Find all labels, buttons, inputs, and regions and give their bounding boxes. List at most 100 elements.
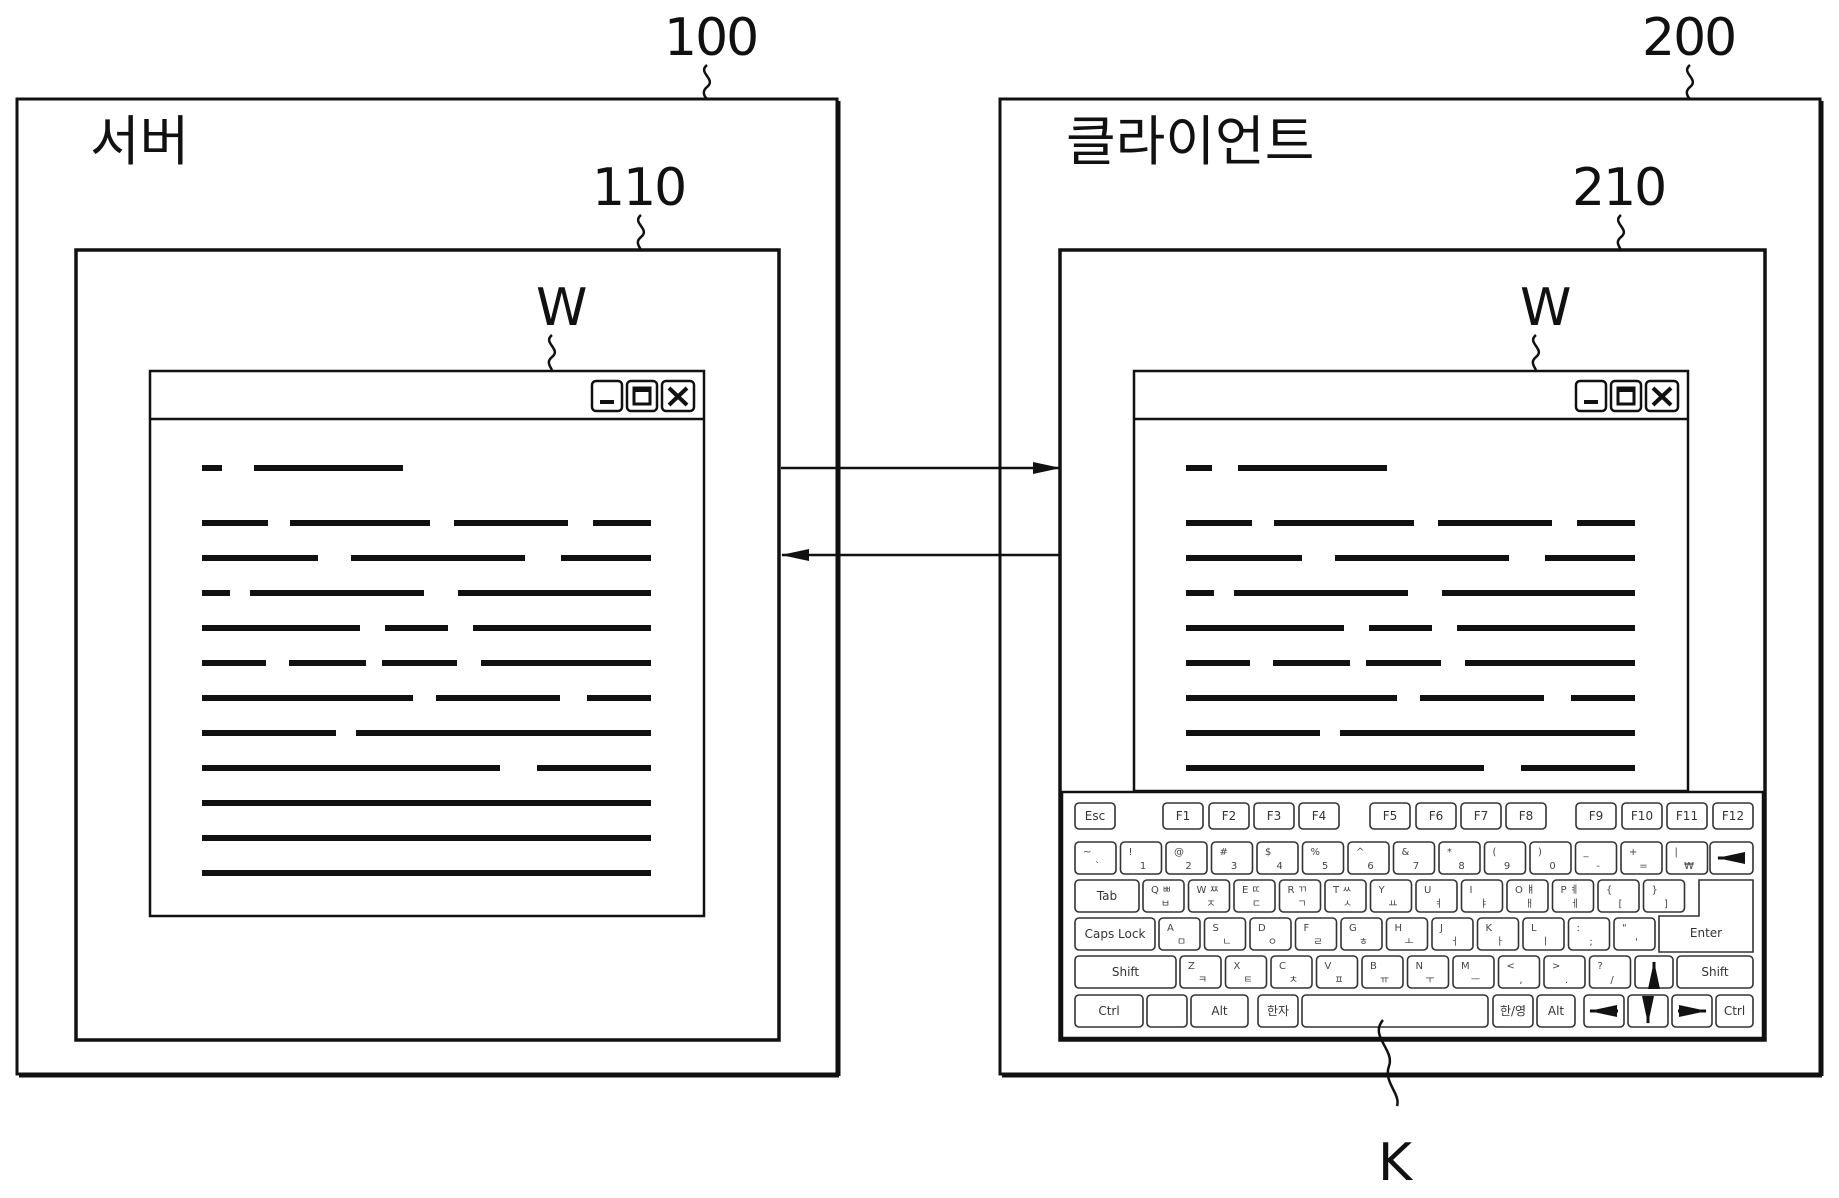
key-number-8[interactable]: &7 (1392, 841, 1436, 875)
key-right[interactable] (1671, 994, 1713, 1028)
key-bottom-row-10[interactable]: ?/ (1588, 955, 1632, 989)
key-top-row-6[interactable]: Yㅛ (1369, 879, 1413, 913)
key-home-row-4-upper-label: F (1304, 923, 1310, 934)
key-f3[interactable]: F3 (1253, 802, 1295, 830)
key-f8[interactable]: F8 (1505, 802, 1547, 830)
close-icon[interactable] (1644, 379, 1680, 413)
key-home-row-7[interactable]: Jㅓ (1431, 917, 1474, 951)
key-f4[interactable]: F4 (1298, 802, 1340, 830)
key-home-row-4[interactable]: Fㄹ (1294, 917, 1338, 951)
key-top-row-10[interactable]: P ㅖㅔ (1551, 879, 1595, 913)
minimize-icon[interactable] (1574, 379, 1608, 413)
key-number-13[interactable]: += (1620, 841, 1663, 875)
key-number-14-lower-label: ₩ (1684, 861, 1694, 872)
key-f7[interactable]: F7 (1460, 802, 1502, 830)
key-shift-left[interactable]: Shift (1074, 955, 1177, 989)
key-ctrl-right[interactable]: Ctrl (1715, 994, 1754, 1028)
key-bottom-row-3[interactable]: Cㅊ (1270, 955, 1313, 989)
key-number-11-lower-label: 0 (1549, 861, 1555, 872)
key-number-6[interactable]: %5 (1301, 841, 1345, 875)
key-number-11[interactable]: )0 (1529, 841, 1572, 875)
key-left[interactable] (1583, 994, 1625, 1028)
key-f10[interactable]: F10 (1621, 802, 1663, 830)
key-top-row-8-lower-label: ㅑ (1479, 898, 1488, 910)
key-number-14[interactable]: |₩ (1665, 841, 1709, 875)
key-f9-label: F9 (1589, 809, 1604, 823)
key-number-4[interactable]: #3 (1210, 841, 1254, 875)
key-top-row-2[interactable]: W ㅉㅈ (1187, 879, 1231, 913)
key-alt-left[interactable]: Alt (1190, 994, 1249, 1028)
key-top-row-5[interactable]: T ㅆㅅ (1324, 879, 1367, 913)
maximize-icon[interactable] (625, 379, 659, 413)
key-f1[interactable]: F1 (1162, 802, 1204, 830)
key-home-row-3[interactable]: Dㅇ (1249, 917, 1292, 951)
key-top-row-7[interactable]: Uㅕ (1415, 879, 1458, 913)
key-up[interactable] (1634, 955, 1674, 989)
key-f6[interactable]: F6 (1415, 802, 1457, 830)
key-home-row-2[interactable]: Sㄴ (1203, 917, 1247, 951)
key-number-10[interactable]: (9 (1483, 841, 1527, 875)
key-top-row-3[interactable]: E ㄸㄷ (1233, 879, 1276, 913)
key-home-row-11-lower-label: ' (1635, 937, 1638, 948)
key-number-3[interactable]: @2 (1165, 841, 1208, 875)
key-number-1[interactable]: ~` (1074, 841, 1117, 875)
key-bottom-row-9[interactable]: >. (1543, 955, 1586, 989)
key-top-row-4[interactable]: R ㄲㄱ (1278, 879, 1322, 913)
key-number-2[interactable]: !1 (1119, 841, 1163, 875)
key-tab[interactable]: Tab (1074, 879, 1140, 913)
key-f11[interactable]: F11 (1666, 802, 1708, 830)
key-top-row-10-upper-label: P ㅖ (1561, 884, 1579, 896)
key-bottom-row-1[interactable]: Zㅋ (1179, 955, 1222, 989)
key-f2[interactable]: F2 (1208, 802, 1250, 830)
key-bottom-row-2[interactable]: Xㅌ (1224, 955, 1268, 989)
key-number-9[interactable]: *8 (1438, 841, 1481, 875)
key-caps-lock[interactable]: Caps Lock (1074, 917, 1156, 951)
key-bottom-row-4-upper-label: V (1325, 961, 1332, 972)
keyboard-leader-line (1377, 1019, 1399, 1107)
key-top-row-12-upper-label: } (1652, 885, 1658, 896)
key-bottom-row-6[interactable]: Nㅜ (1406, 955, 1450, 989)
key-bottom-row-10-upper-label: ? (1598, 961, 1603, 972)
key-number-3-lower-label: 2 (1185, 861, 1191, 872)
key-alt-right[interactable]: Alt (1536, 994, 1576, 1028)
key-top-row-8[interactable]: Iㅑ (1460, 879, 1504, 913)
maximize-icon[interactable] (1609, 379, 1643, 413)
key-enter[interactable]: Enter (1658, 879, 1754, 953)
key-home-row-5[interactable]: Gㅎ (1340, 917, 1383, 951)
key-esc[interactable]: Esc (1074, 802, 1116, 830)
key-number-5[interactable]: $4 (1256, 841, 1299, 875)
key-top-row-9[interactable]: O ㅒㅐ (1506, 879, 1549, 913)
key-hanyoung[interactable]: 한/영 (1492, 994, 1534, 1028)
close-icon[interactable] (660, 379, 696, 413)
key-top-row-1[interactable]: Q ㅃㅂ (1142, 879, 1185, 913)
key-home-row-1[interactable]: Aㅁ (1158, 917, 1201, 951)
key-number-7[interactable]: ^6 (1347, 841, 1390, 875)
key-ctrl-left[interactable]: Ctrl (1074, 994, 1144, 1028)
backspace-key[interactable] (1709, 841, 1754, 875)
key-shift-right[interactable]: Shift (1676, 955, 1754, 989)
key-blank[interactable] (1146, 994, 1188, 1028)
key-bottom-row-4[interactable]: Vㅍ (1315, 955, 1359, 989)
key-home-row-6[interactable]: Hㅗ (1385, 917, 1429, 951)
key-number-12-upper-label: _ (1583, 847, 1590, 858)
key-home-row-11[interactable]: "' (1613, 917, 1656, 951)
key-number-12[interactable]: _- (1574, 841, 1618, 875)
key-bottom-row-5[interactable]: Bㅠ (1361, 955, 1404, 989)
key-f5[interactable]: F5 (1369, 802, 1411, 830)
key-bottom-row-6-upper-label: N (1416, 961, 1423, 972)
minimize-icon[interactable] (590, 379, 624, 413)
key-top-row-12[interactable]: }] (1642, 879, 1686, 913)
key-number-3-upper-label: @ (1174, 847, 1184, 858)
key-bottom-row-7[interactable]: Mㅡ (1452, 955, 1495, 989)
key-home-row-10[interactable]: :; (1567, 917, 1611, 951)
key-home-row-8[interactable]: Kㅏ (1476, 917, 1520, 951)
key-space[interactable] (1301, 994, 1489, 1028)
key-f12[interactable]: F12 (1712, 802, 1754, 830)
key-hanja[interactable]: 한자 (1257, 994, 1299, 1028)
key-top-row-5-upper-label: T ㅆ (1332, 885, 1352, 896)
key-f9[interactable]: F9 (1575, 802, 1617, 830)
key-bottom-row-8[interactable]: <, (1497, 955, 1541, 989)
key-down[interactable] (1627, 994, 1669, 1028)
key-top-row-11[interactable]: {[ (1597, 879, 1640, 913)
key-home-row-9[interactable]: Lㅣ (1522, 917, 1565, 951)
